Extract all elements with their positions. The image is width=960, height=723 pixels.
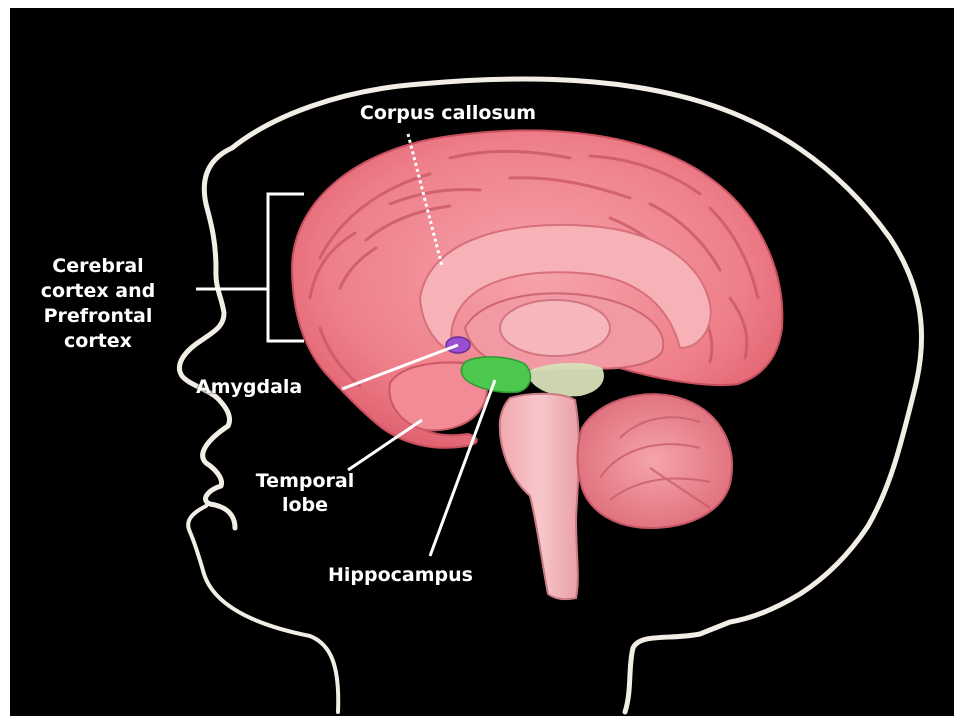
label-corpus-callosum: Corpus callosum (328, 101, 568, 125)
temporal-lobe-text-line-1: Temporal (250, 469, 360, 493)
cortex-text-line-2: cortex and (18, 279, 178, 304)
label-hippocampus: Hippocampus (328, 563, 518, 587)
cortex-bracket (196, 194, 304, 341)
cortex-text-line-1: Cerebral (18, 254, 178, 279)
cortex-text-line-3: Prefrontal (18, 304, 178, 329)
thalamus-core (500, 300, 610, 356)
chin-neck-outline (188, 506, 338, 712)
label-cerebral-cortex: Cerebral cortex and Prefrontal cortex (18, 254, 178, 354)
thalamic-region (530, 363, 604, 396)
cortex-text-line-4: cortex (18, 329, 178, 354)
hippocampus-text: Hippocampus (328, 564, 473, 586)
amygdala-text: Amygdala (196, 376, 302, 398)
label-temporal-lobe: Temporal lobe (250, 469, 360, 517)
brain-diagram: Corpus callosum Cerebral cortex and Pref… (10, 8, 954, 716)
label-amygdala: Amygdala (196, 375, 346, 399)
corpus-callosum-text: Corpus callosum (360, 102, 536, 124)
temporal-lobe-text-line-2: lobe (250, 493, 360, 517)
